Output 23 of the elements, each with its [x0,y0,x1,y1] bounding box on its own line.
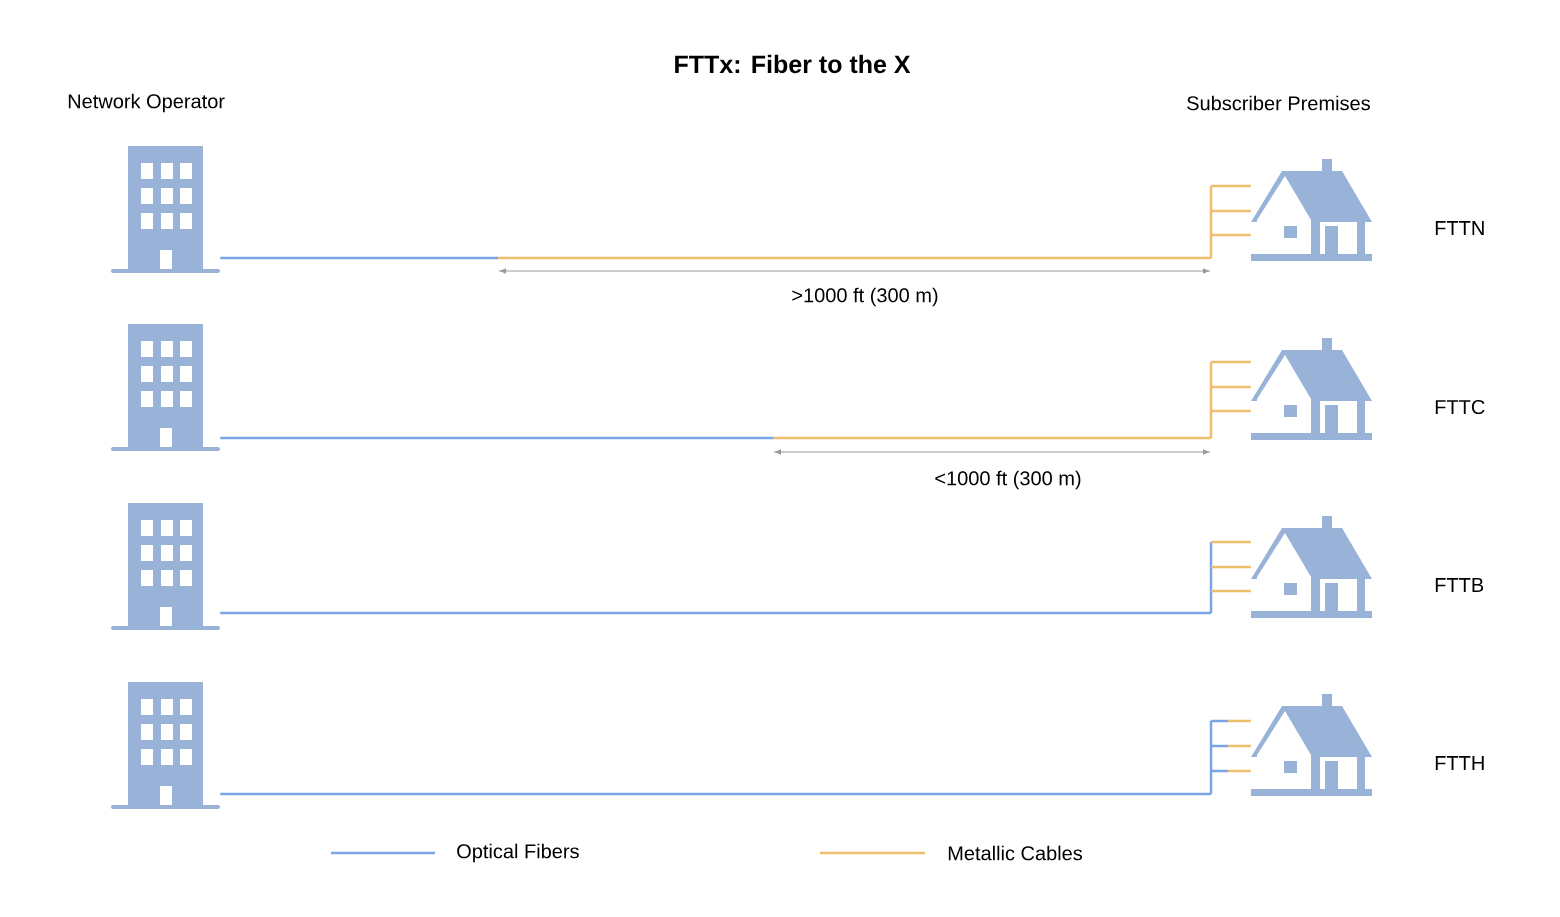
building-drawing [111,324,220,451]
row-label: FTTH [1435,756,1484,770]
building-drawing [111,503,220,630]
house-drawing [1251,694,1372,796]
heading: Network Operator [68,93,225,113]
cable-line [220,719,1251,796]
building-drawing [111,682,220,809]
house-drawing [1251,159,1372,261]
legend-label: Optical Fibers [457,843,579,863]
cable-line [220,360,1251,440]
row-label: FTTC [1435,399,1485,415]
row-label: FTTN [1435,221,1484,235]
title: FTTx: Fiber to the X [675,54,911,74]
house-drawing [1251,516,1372,618]
heading: Subscriber Premises [1187,95,1370,111]
building-drawing [111,146,220,273]
dimension-label: >1000 ft (300 m) [792,287,938,307]
cable-line [220,540,1251,615]
dimension-label: <1000 ft (300 m) [935,470,1081,490]
cable-line [220,184,1251,260]
row-label: FTTB [1435,578,1484,592]
legend-label: Metallic Cables [948,845,1083,861]
house-drawing [1251,338,1372,440]
